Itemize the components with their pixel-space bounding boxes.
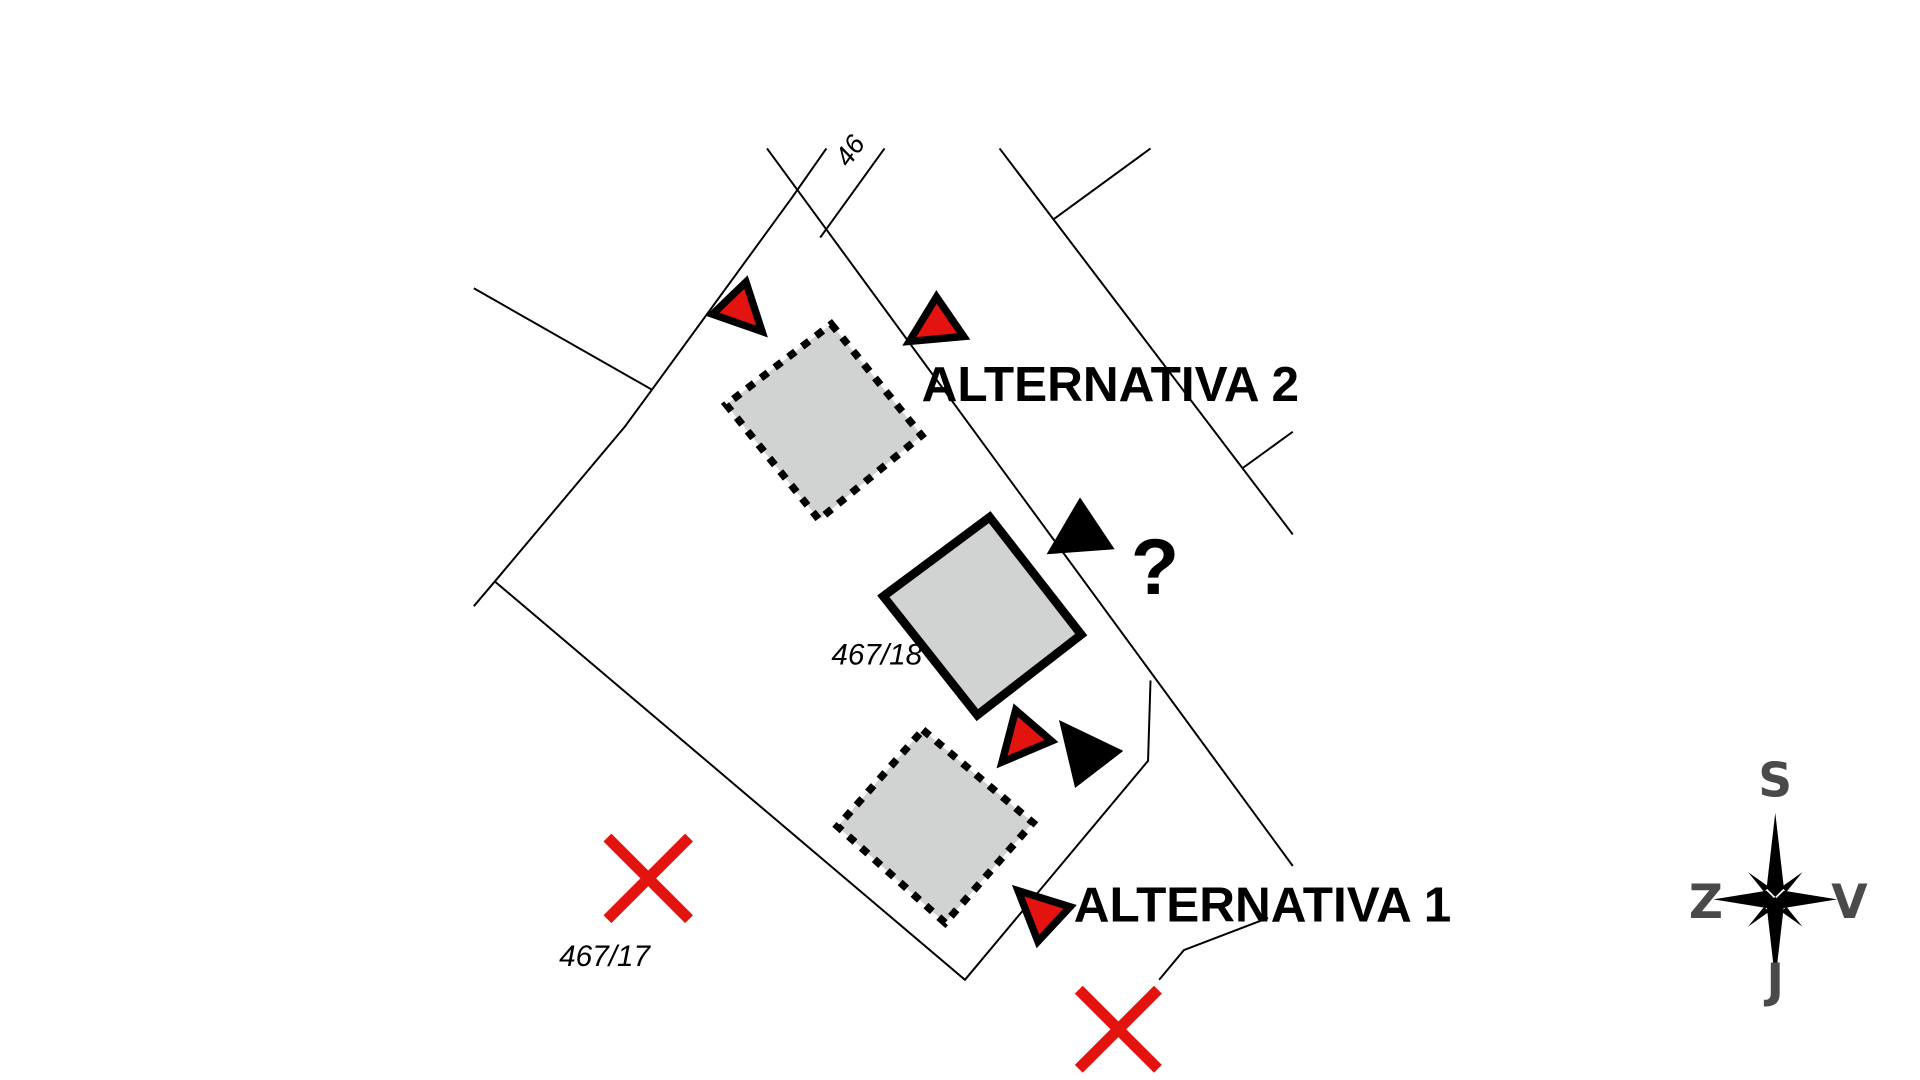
building-existing: [877, 511, 1088, 722]
red-x-icon: [1074, 985, 1162, 1073]
label-alternativa-2: ALTERNATIVA 2: [922, 357, 1299, 412]
parcel-label-top: 46: [828, 128, 871, 171]
red-triangle-icon: [902, 290, 971, 346]
compass-rose: S J Z V: [1689, 754, 1868, 1009]
black-triangle-icon: [1058, 720, 1124, 789]
parcel-label-467-18: 467/18: [831, 638, 922, 671]
black-triangle-icon: [1046, 497, 1115, 555]
label-alternativa-1: ALTERNATIVA 1: [1074, 878, 1451, 933]
red-triangle-icon: [705, 275, 768, 338]
question-mark: ?: [1131, 522, 1179, 611]
compass-east: V: [1831, 875, 1868, 930]
red-triangle-icon: [996, 703, 1059, 769]
black-view-markers: [1046, 497, 1124, 789]
compass-south: J: [1764, 954, 1785, 1009]
red-triangle-icon: [1011, 884, 1077, 949]
red-view-markers: [705, 275, 1077, 949]
building-alternative-1: [832, 724, 1039, 929]
compass-north: S: [1758, 754, 1792, 809]
compass-west: Z: [1689, 875, 1723, 930]
compass-star-icon: [1713, 812, 1838, 982]
parcel-label-467-17: 467/17: [559, 940, 651, 973]
red-x-icon: [603, 833, 694, 924]
cadastral-lines: [473, 147, 1294, 982]
building-alternative-2: [720, 318, 927, 525]
